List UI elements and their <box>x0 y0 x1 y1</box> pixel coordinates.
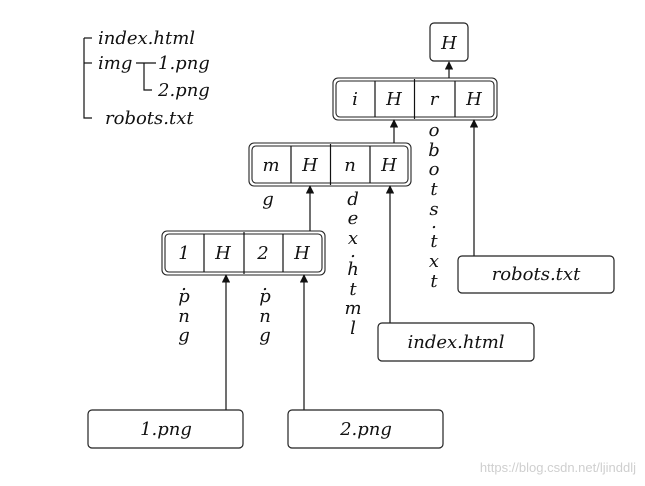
root-node: H <box>429 22 469 62</box>
node-mid-cell: n <box>344 155 356 176</box>
edge-label-obots: t <box>430 179 438 200</box>
root-node-box <box>429 22 469 62</box>
edge-label-obots: s <box>429 199 438 220</box>
leaf-png2-label: 2.png <box>339 419 392 440</box>
edge-label-g: g <box>262 189 274 210</box>
edge-label-p2: p <box>259 286 271 307</box>
node-bot: 1 H 2 H <box>161 230 326 276</box>
tree-last-file: robots.txt <box>105 108 194 129</box>
node-bot-cell: 2 <box>256 243 268 264</box>
tree-connector <box>143 63 152 91</box>
edge-label-dex: l <box>350 318 356 339</box>
edge-label-p1: n <box>178 306 190 327</box>
edge-label-p2: g <box>259 325 271 346</box>
node-top: i H r H <box>332 77 498 121</box>
pointer-edges <box>221 61 479 410</box>
edge-labels: g . p n g . p n g d e x . h t m l o b o … <box>178 120 440 346</box>
edge-label-obots: x <box>429 251 439 272</box>
edge-label-obots: t <box>430 231 438 252</box>
tree-child-2: 2.png <box>157 80 210 101</box>
node-mid-cell: H <box>380 155 397 176</box>
leaf-index-label: index.html <box>407 332 504 353</box>
edge-label-obots: t <box>430 271 438 292</box>
edge-label-dex: h <box>347 259 359 280</box>
directory-tree: index.html img 1.png 2.png robots.txt <box>83 28 210 129</box>
node-mid-cell: m <box>262 155 279 176</box>
node-top-outer <box>332 77 498 121</box>
tree-root-file: index.html <box>98 28 195 49</box>
node-bot-cell: 1 <box>178 243 189 264</box>
node-mid-cell: H <box>301 155 318 176</box>
edge-label-dex: m <box>344 298 361 319</box>
node-bot-cell: H <box>293 243 310 264</box>
tree-connector <box>83 38 92 119</box>
leaf-png1: 1.png <box>87 409 244 449</box>
edge-label-p1: . <box>181 274 187 295</box>
node-bot-cell: H <box>214 243 231 264</box>
edge-label-dex: . <box>350 241 356 262</box>
leaf-robots: robots.txt <box>457 255 615 294</box>
node-mid-outer <box>248 142 412 187</box>
edge-label-dex: x <box>348 228 358 249</box>
tree-child-1: 1.png <box>158 53 210 74</box>
edge-label-p2: . <box>262 274 268 295</box>
edge-label-p2: n <box>259 306 271 327</box>
leaf-index: index.html <box>377 322 535 362</box>
node-top-cell: H <box>465 89 482 110</box>
edge-label-p1: g <box>178 325 190 346</box>
node-top-cell: H <box>385 89 402 110</box>
tree-folder: img <box>98 53 132 74</box>
edge-label-dex: t <box>349 279 357 300</box>
watermark: https://blog.csdn.net/ljinddlj <box>480 460 636 475</box>
edge-label-obots: o <box>429 159 440 180</box>
node-mid: m H n H <box>248 142 412 187</box>
node-top-cell: r <box>430 89 440 110</box>
edge-label-obots: . <box>431 212 437 233</box>
node-top-cell: i <box>352 89 358 110</box>
edge-label-obots: o <box>429 120 440 141</box>
edge-label-p1: p <box>178 286 190 307</box>
edge-label-dex: d <box>347 189 359 210</box>
leaf-png2: 2.png <box>287 409 444 449</box>
root-node-key: H <box>440 33 457 54</box>
leaf-robots-label: robots.txt <box>492 264 581 285</box>
leaf-png1-label: 1.png <box>140 419 192 440</box>
node-bot-outer <box>161 230 326 276</box>
edge-label-obots: b <box>428 140 440 161</box>
edge-label-dex: e <box>348 208 359 229</box>
